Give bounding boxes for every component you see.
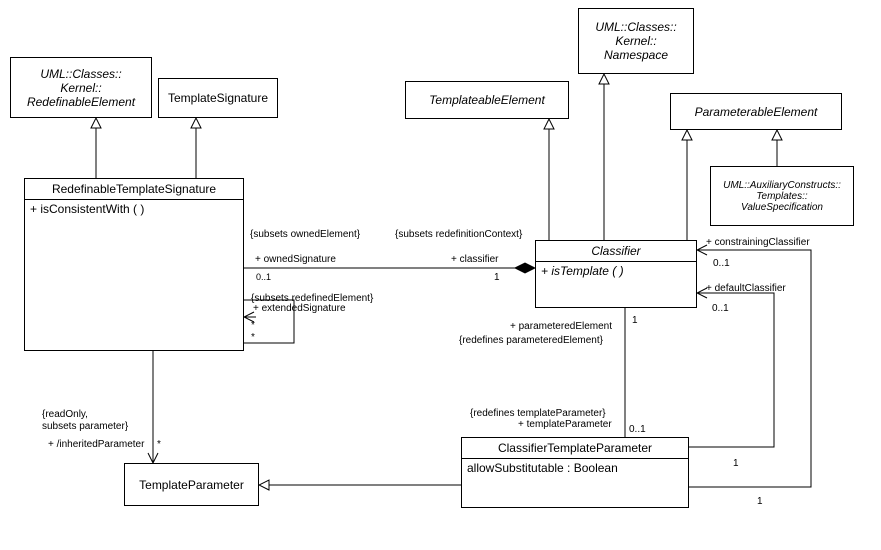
association-extended-signature [244,299,295,344]
class-parameterable-element[interactable]: ParameterableElement [670,93,842,130]
value-specification-line-2: Templates:: [756,190,808,202]
class-template-signature[interactable]: TemplateSignature [158,78,278,118]
label-inherited-parameter: + /inheritedParameter [48,439,145,450]
label-subsets-redefined-element: {subsets redefinedElement} [251,293,374,304]
label-classifier-role: + classifier [451,254,499,265]
label-classifier-mult: 1 [494,272,500,283]
label-self-mult-b: * [251,332,255,343]
parameterable-element-name: ParameterableElement [694,104,818,119]
label-default-classifier: + defaultClassifier [706,283,786,294]
class-templateable-element[interactable]: TemplateableElement [405,81,569,119]
value-specification-line-3: ValueSpecification [741,201,823,213]
label-self-mult-a: * [251,320,255,331]
label-inherited-parameter-mult: * [157,439,161,450]
is-template-operation: + isTemplate ( ) [541,264,624,278]
label-default-mult: 0..1 [712,303,729,314]
label-constraining-end-mult: 1 [757,496,763,507]
allow-substitutable-attribute: allowSubstitutable : Boolean [467,461,618,475]
label-constraining-mult: 0..1 [713,258,730,269]
label-parametered-element: + parameteredElement [510,321,613,332]
class-value-specification[interactable]: UML::AuxiliaryConstructs:: Templates:: V… [710,166,854,226]
is-consistent-with-operation: + isConsistentWith ( ) [30,202,145,216]
namespace-line-3: Namespace [603,48,669,62]
class-template-parameter[interactable]: TemplateParameter [124,463,259,506]
label-owned-signature: + ownedSignature [255,254,336,265]
class-classifier-template-parameter[interactable]: ClassifierTemplateParameter allowSubstit… [461,437,689,508]
label-redefines-template-parameter: {redefines templateParameter} [470,408,606,419]
value-specification-line-1: UML::AuxiliaryConstructs:: [723,179,841,191]
class-classifier[interactable]: Classifier + isTemplate ( ) [535,240,697,308]
redefinable-template-signature-name: RedefinableTemplateSignature [25,179,243,200]
template-signature-name: TemplateSignature [167,91,269,105]
redefinable-element-line-3: RedefinableElement [26,94,136,109]
redefinable-element-line-1: UML::Classes:: [40,66,122,81]
label-extended-signature: + extendedSignature [253,303,346,314]
template-parameter-name: TemplateParameter [139,477,244,492]
label-read-only: {readOnly, [42,409,88,420]
label-template-parameter-role: + templateParameter [518,419,612,430]
label-owned-signature-mult: 0..1 [256,272,272,282]
label-template-parameter-mult: 0..1 [629,424,646,435]
label-redefines-parametered-element: {redefines parameteredElement} [459,335,603,346]
label-subsets-parameter: subsets parameter} [42,421,129,432]
namespace-line-1: UML::Classes:: [595,20,677,34]
class-redefinable-template-signature[interactable]: RedefinableTemplateSignature + isConsist… [24,178,244,351]
classifier-template-parameter-name: ClassifierTemplateParameter [462,438,688,459]
association-constraining-classifier [689,250,812,488]
class-namespace[interactable]: UML::Classes:: Kernel:: Namespace [578,8,694,74]
namespace-line-2: Kernel:: [615,34,657,48]
association-default-classifier [689,293,775,448]
redefinable-element-line-2: Kernel:: [60,80,102,95]
label-subsets-redefinition-context: {subsets redefinitionContext} [395,229,523,240]
label-constraining-classifier: + constrainingClassifier [706,237,810,248]
label-default-end-mult: 1 [733,458,739,469]
label-parametered-element-mult: 1 [632,315,638,326]
classifier-name: Classifier [536,241,696,262]
class-redefinable-element[interactable]: UML::Classes:: Kernel:: RedefinableEleme… [10,57,152,118]
label-subsets-owned-element: {subsets ownedElement} [250,229,361,240]
templateable-element-name: TemplateableElement [429,93,545,107]
